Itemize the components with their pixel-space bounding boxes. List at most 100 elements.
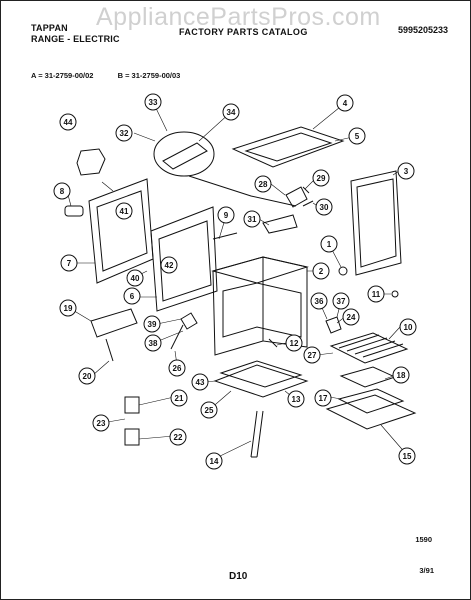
- callout-4-label: 4: [343, 99, 348, 108]
- callout-36: 36: [310, 292, 328, 310]
- callout-30-label: 30: [320, 203, 329, 212]
- callout-37-label: 37: [337, 297, 346, 306]
- part-4-top-panel-inner: [244, 132, 333, 162]
- exploded-parts-diagram: 44 33 34 32 4 5 3 28 29 30 8 41 9 31 1 2…: [53, 93, 417, 470]
- part-7-rear-panel: [88, 178, 154, 284]
- callout-25: 25: [200, 401, 218, 419]
- model-b: B = 31-2759-00/03: [117, 71, 181, 80]
- callout-7-label: 7: [67, 259, 72, 268]
- callout-2: 2: [312, 262, 330, 280]
- callout-3: 3: [397, 162, 415, 180]
- part-19-block: [90, 308, 138, 338]
- product-type: RANGE - ELECTRIC: [31, 34, 120, 44]
- callout-31-label: 31: [248, 215, 257, 224]
- part-22-fuse: [124, 428, 140, 446]
- callout-9-label: 9: [224, 211, 229, 220]
- callout-20-label: 20: [83, 372, 92, 381]
- callout-28: 28: [254, 175, 272, 193]
- watermark: AppliancePartsPros.com: [96, 3, 381, 31]
- callout-31: 31: [243, 210, 261, 228]
- part-31-bracket: [262, 214, 298, 234]
- callout-6: 6: [123, 287, 141, 305]
- part-17-tray: [337, 388, 405, 414]
- callout-43: 43: [191, 373, 209, 391]
- part-15-drawer: [325, 394, 417, 430]
- callout-34: 34: [222, 103, 240, 121]
- part-3-side-panel-inner: [356, 178, 397, 268]
- callout-markers: 44 33 34 32 4 5 3 28 29 30 8 41 9 31 1 2…: [53, 93, 417, 470]
- callout-10: 10: [399, 318, 417, 336]
- part-7-rear-panel-inner: [96, 190, 148, 272]
- callout-1-label: 1: [327, 240, 332, 249]
- revision-date: 3/91: [419, 566, 434, 575]
- callout-23-label: 23: [97, 419, 106, 428]
- callout-3-label: 3: [404, 167, 409, 176]
- callout-8-label: 8: [60, 187, 65, 196]
- callout-5: 5: [348, 127, 366, 145]
- part-2-oven-cavity-back: [222, 282, 302, 338]
- callout-18: 18: [392, 366, 410, 384]
- part-39-38-bracket: [180, 312, 198, 330]
- callout-17-label: 17: [319, 394, 328, 403]
- part-29-screw: [302, 186, 310, 194]
- catalog-title: FACTORY PARTS CATALOG: [179, 27, 308, 37]
- callout-1: 1: [320, 235, 338, 253]
- callout-32-label: 32: [120, 129, 129, 138]
- callout-39-label: 39: [148, 320, 157, 329]
- callout-27: 27: [303, 346, 321, 364]
- part-26-element: [170, 324, 184, 350]
- catalog-number: 5995205233: [397, 25, 448, 35]
- callout-17: 17: [314, 389, 332, 407]
- callout-24: 24: [342, 308, 360, 326]
- part-2-oven-cavity-side: [262, 256, 308, 348]
- callout-18-label: 18: [397, 371, 406, 380]
- callout-26: 26: [168, 359, 186, 377]
- callout-22: 22: [169, 428, 187, 446]
- part-30-terminal: [302, 200, 314, 207]
- callout-40-label: 40: [131, 274, 140, 283]
- diagram-code: 1590: [415, 535, 432, 544]
- part-21-fuse: [124, 396, 140, 414]
- part-3-side-panel: [350, 170, 402, 276]
- callout-33: 33: [144, 93, 162, 111]
- model-a: A = 31-2759-00/02: [31, 71, 94, 80]
- callout-19: 19: [59, 299, 77, 317]
- callout-34-label: 34: [227, 108, 236, 117]
- callout-44-label: 44: [64, 118, 73, 127]
- part-12-rod: [268, 338, 278, 348]
- callout-13-label: 13: [292, 395, 301, 404]
- part-1-knob: [338, 266, 348, 276]
- callout-12-label: 12: [290, 339, 299, 348]
- catalog-title-text: FACTORY PARTS CATALOG: [179, 27, 308, 37]
- callout-7: 7: [60, 254, 78, 272]
- callout-2-label: 2: [319, 267, 324, 276]
- callout-30: 30: [315, 198, 333, 216]
- part-20-wire: [105, 338, 114, 362]
- callout-4: 4: [336, 94, 354, 112]
- part-10-broil-grid-lines: [338, 334, 404, 358]
- part-2-oven-cavity-front: [212, 256, 264, 356]
- model-numbers: A = 31-2759-00/02 B = 31-2759-00/03: [31, 71, 202, 80]
- part-43-rack-frame: [213, 364, 309, 398]
- callout-41-label: 41: [120, 207, 129, 216]
- callout-28-label: 28: [259, 180, 268, 189]
- callout-19-label: 19: [64, 304, 73, 313]
- part-32-detail-ellipse: [153, 131, 215, 177]
- header-left: TAPPAN RANGE - ELECTRIC: [31, 23, 120, 45]
- callout-14: 14: [205, 452, 223, 470]
- part-13-rack: [219, 360, 303, 388]
- callout-29-label: 29: [317, 174, 326, 183]
- callout-38-label: 38: [149, 339, 158, 348]
- callout-15-label: 15: [403, 452, 412, 461]
- part-6-side-panel: [150, 206, 218, 312]
- part-10-broil-grid: [329, 332, 409, 364]
- callout-21: 21: [170, 389, 188, 407]
- callout-11-label: 11: [372, 290, 381, 299]
- callout-6-label: 6: [130, 292, 135, 301]
- part-8-plate: [64, 205, 84, 217]
- part-6-side-panel-inner: [158, 220, 212, 302]
- callout-42-label: 42: [165, 261, 174, 270]
- callout-11: 11: [367, 285, 385, 303]
- callout-5-label: 5: [355, 132, 360, 141]
